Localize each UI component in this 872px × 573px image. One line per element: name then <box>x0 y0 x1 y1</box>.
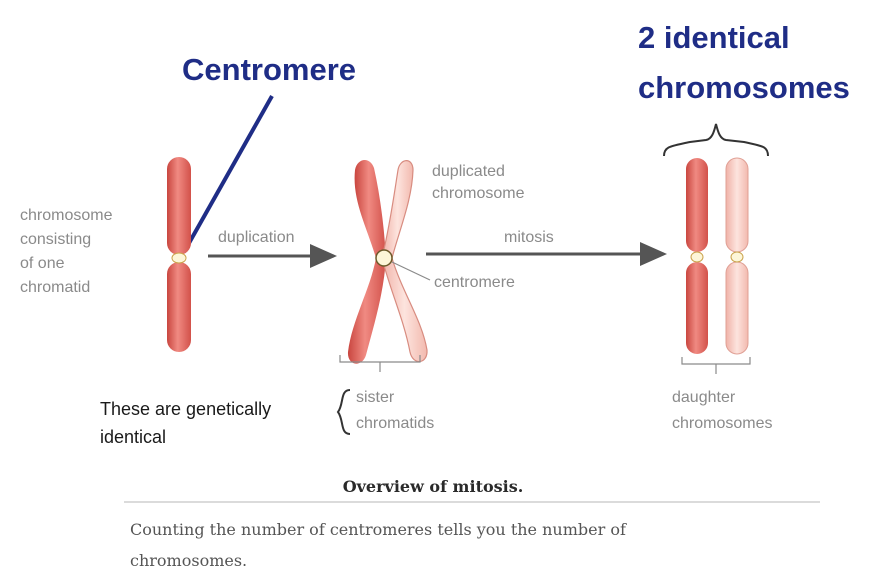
duplicated-centromere <box>376 250 392 266</box>
daughter-chromosome-light <box>726 158 748 354</box>
genetically-brace <box>338 390 350 434</box>
single-chromosome-upper-arm <box>167 157 191 255</box>
daughter-light-lower-arm <box>726 262 748 354</box>
chromatid-light-lower <box>382 258 427 362</box>
daughter-label-line1: daughter <box>672 389 736 406</box>
daughter-dark-upper-arm <box>686 158 708 252</box>
single-chromosome <box>167 157 191 352</box>
one-chromatid-line4: chromatid <box>20 279 90 296</box>
one-chromatid-line2: consisting <box>20 231 91 248</box>
duplicated-chromosome <box>348 160 427 364</box>
daughter-dark-lower-arm <box>686 262 708 354</box>
single-chromosome-lower-arm <box>167 262 191 352</box>
duplicated-label-line2: chromosome <box>432 185 525 202</box>
sister-label-line2: chromatids <box>356 415 434 432</box>
identical-bracket <box>664 124 768 156</box>
daughter-light-centromere <box>731 252 743 262</box>
sister-label-line1: sister <box>356 389 395 406</box>
caption-line1: Counting the number of centromeres tells… <box>130 520 627 539</box>
daughter-label-line2: chromosomes <box>672 415 772 432</box>
daughter-dark-centromere <box>691 252 703 262</box>
figure-title: Overview of mitosis. <box>343 477 524 496</box>
centromere-callout: Centromere <box>182 52 356 87</box>
one-chromatid-line3: of one <box>20 255 65 272</box>
genetically-label-line1: These are genetically <box>100 399 271 419</box>
daughter-light-upper-arm <box>726 158 748 252</box>
identical-callout-line2: chromosomes <box>638 70 850 105</box>
identical-callout-line1: 2 identical <box>638 20 790 55</box>
duplicated-label-line1: duplicated <box>432 163 505 180</box>
duplication-label: duplication <box>218 229 295 246</box>
mitosis-label: mitosis <box>504 229 554 246</box>
daughter-bracket <box>682 357 750 364</box>
centromere-small-label: centromere <box>434 274 515 291</box>
one-chromatid-line1: chromosome <box>20 207 113 224</box>
chromatid-light-upper <box>382 161 413 258</box>
daughter-chromosome-dark <box>686 158 708 354</box>
single-centromere <box>172 253 186 263</box>
one-chromatid-label: chromosome consisting of one chromatid <box>20 207 113 296</box>
genetically-label-line2: identical <box>100 427 166 447</box>
caption-line2: chromosomes. <box>130 551 247 570</box>
chromatid-dark-upper <box>355 160 386 258</box>
chromatid-dark-lower <box>348 258 386 364</box>
